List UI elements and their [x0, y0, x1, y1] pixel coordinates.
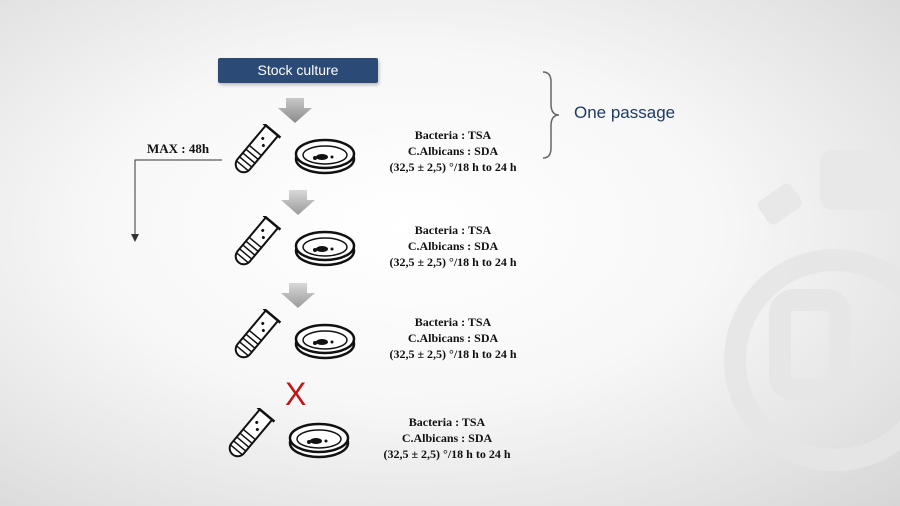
albicans-medium: C.Albicans : SDA	[407, 144, 499, 158]
test-tube-icon	[234, 216, 282, 266]
down-arrow-icon	[281, 190, 315, 215]
culture-row-icons	[234, 309, 356, 360]
down-arrow-icon	[281, 283, 315, 308]
one-passage-label: One passage	[574, 103, 676, 122]
stock-culture-box: Stock culture	[218, 58, 378, 83]
albicans-medium: C.Albicans : SDA	[401, 431, 493, 445]
culture-row-icons	[234, 124, 356, 175]
petri-dish-icon	[294, 323, 356, 360]
incubation-condition: (32,5 ± 2,5) °/18 h to 24 h	[383, 447, 511, 461]
incubation-condition: (32,5 ± 2,5) °/18 h to 24 h	[389, 347, 517, 361]
test-tube-icon	[234, 309, 282, 359]
albicans-medium: C.Albicans : SDA	[407, 239, 499, 253]
culture-row-icons	[234, 216, 356, 267]
petri-dish-icon	[294, 138, 356, 175]
max-time-label: MAX : 48h	[147, 141, 210, 156]
test-tube-icon	[234, 124, 282, 174]
cross-mark: X	[285, 376, 307, 412]
bacteria-medium: Bacteria : TSA	[408, 415, 486, 429]
petri-dish-icon	[294, 230, 356, 267]
bacteria-medium: Bacteria : TSA	[414, 223, 492, 237]
test-tube-icon	[228, 408, 276, 458]
culture-conditions: Bacteria : TSA C.Albicans : SDA (32,5 ± …	[358, 314, 548, 362]
culture-conditions: Bacteria : TSA C.Albicans : SDA (32,5 ± …	[352, 414, 542, 462]
culture-conditions: Bacteria : TSA C.Albicans : SDA (32,5 ± …	[358, 222, 548, 270]
bacteria-medium: Bacteria : TSA	[414, 128, 492, 142]
down-arrow-icon	[278, 98, 312, 123]
bacteria-medium: Bacteria : TSA	[414, 315, 492, 329]
petri-dish-icon	[288, 422, 350, 459]
albicans-medium: C.Albicans : SDA	[407, 331, 499, 345]
incubation-condition: (32,5 ± 2,5) °/18 h to 24 h	[389, 255, 517, 269]
incubation-condition: (32,5 ± 2,5) °/18 h to 24 h	[389, 160, 517, 174]
culture-row-icons	[228, 408, 350, 459]
culture-conditions: Bacteria : TSA C.Albicans : SDA (32,5 ± …	[358, 127, 548, 175]
